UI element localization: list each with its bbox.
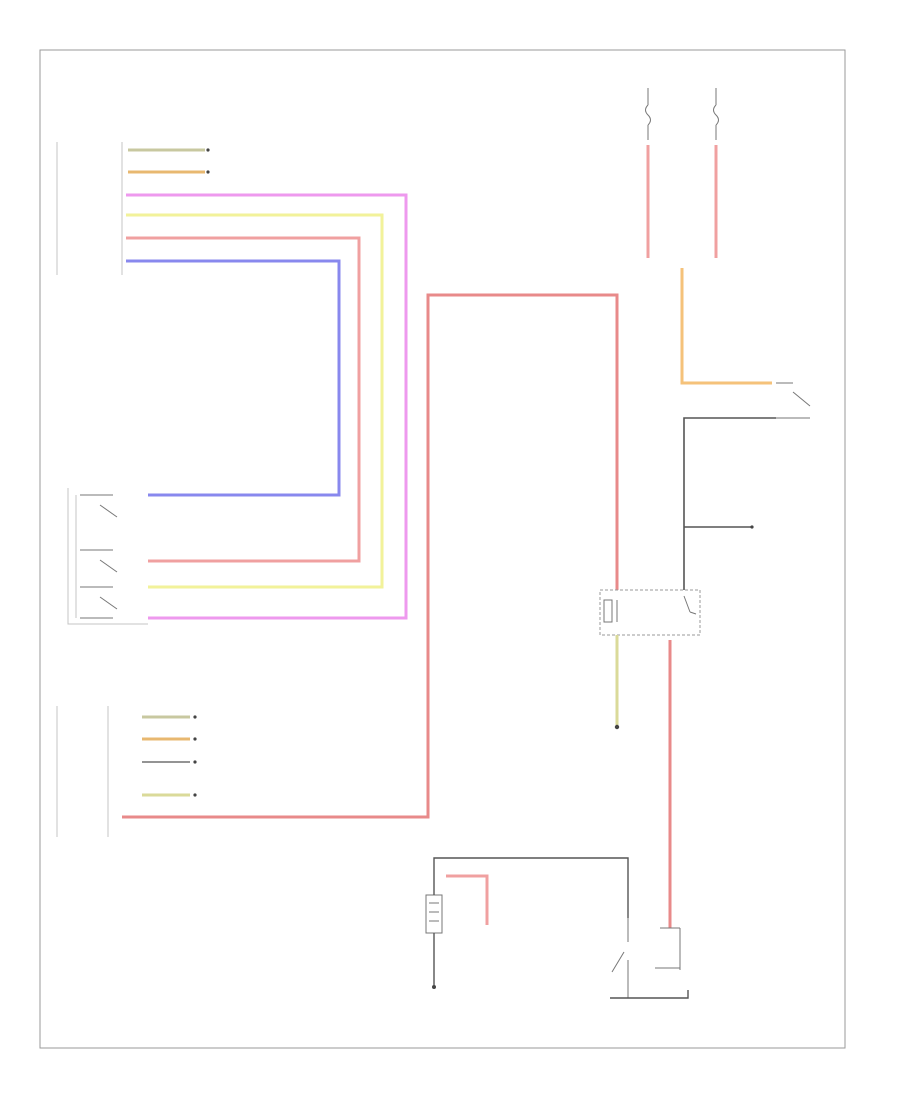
wire-org — [680, 268, 772, 385]
wire-red-charging — [446, 874, 489, 925]
wire-blu — [126, 259, 341, 497]
wire-vio — [126, 193, 408, 620]
junction-dot — [750, 525, 754, 529]
engine-module-connector — [56, 706, 197, 837]
fuse-left — [645, 88, 651, 140]
diagram-frame — [39, 49, 846, 1049]
starter-motor — [610, 918, 689, 999]
fuse-right — [713, 88, 719, 140]
ground-bottom-dot — [432, 985, 436, 989]
gear-selector-switch — [67, 488, 148, 625]
wire-red — [126, 236, 361, 563]
wire-red-main — [122, 293, 619, 819]
left-kick-ground-dot — [614, 724, 620, 730]
wire-yel — [126, 213, 384, 589]
wire-battery-top — [433, 857, 629, 918]
relay-switch-upper — [776, 382, 811, 419]
column-module-connector — [56, 142, 210, 275]
starter-relay — [599, 589, 701, 636]
battery — [425, 880, 443, 985]
wire-black-ctrl — [683, 417, 776, 590]
